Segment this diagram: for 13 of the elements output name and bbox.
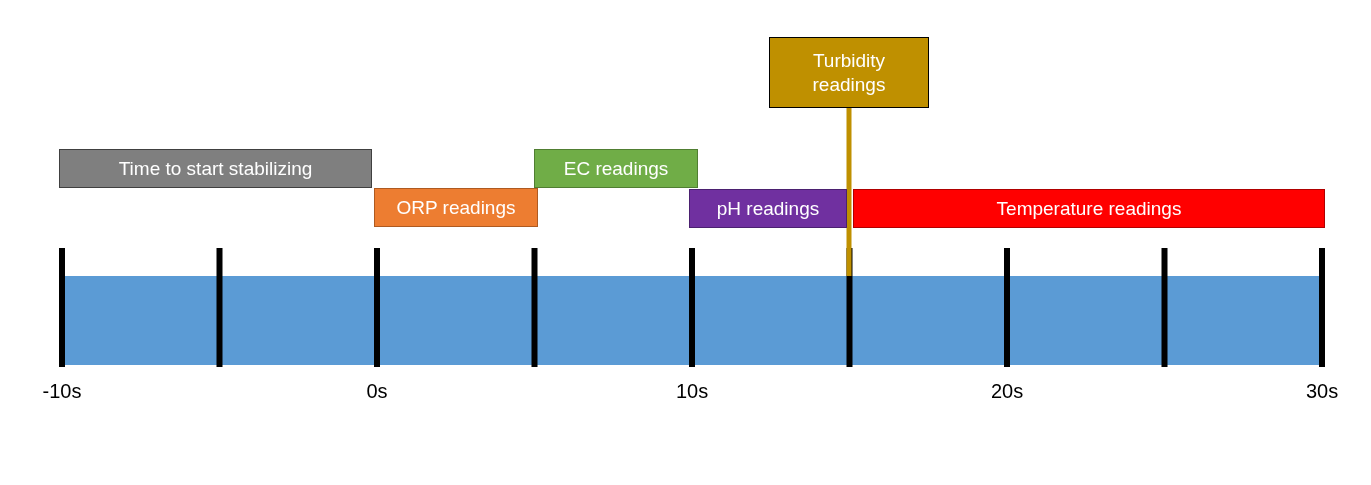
time-interval-bar: ORP readings xyxy=(374,188,538,227)
time-interval-bar: Temperature readings xyxy=(853,189,1325,228)
time-label: 30s xyxy=(1306,380,1339,403)
time-label: 0s xyxy=(366,380,388,403)
time-label: 10s xyxy=(676,380,709,403)
time-interval-bar: EC readings xyxy=(534,149,698,188)
time-interval-bar: Turbidity readings xyxy=(769,37,929,108)
timeline-bar xyxy=(62,276,1322,365)
marker-line xyxy=(846,108,852,276)
time-label: -10s xyxy=(42,380,82,403)
time-interval-bar: Time to start stabilizing xyxy=(59,149,372,188)
time-interval-bar: pH readings xyxy=(689,189,847,228)
time-label: 20s xyxy=(991,380,1024,403)
